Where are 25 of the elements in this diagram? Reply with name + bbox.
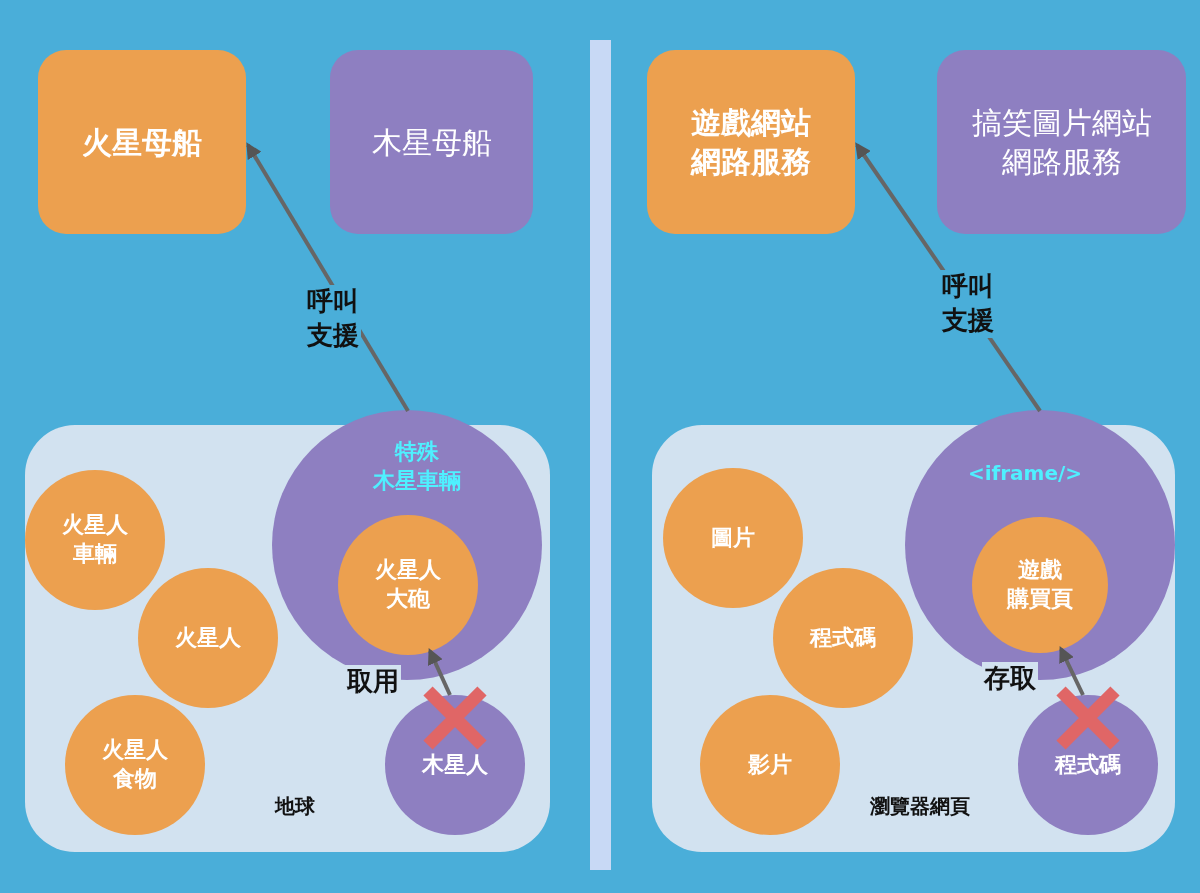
edge-label: 呼叫支援 [940,270,996,338]
service-box [330,50,533,234]
service-box [937,50,1186,234]
node-label: 木星母船 [371,123,492,162]
node-label: <iframe/> [966,460,1084,486]
node-label: 火星人食物 [102,736,168,793]
node-label: 火星母船 [82,123,202,162]
node-label: 搞笑圖片網站網路服務 [971,104,1152,181]
node-label: 特殊木星車輛 [372,438,462,495]
region-label: 地球 [273,793,316,819]
node-label: 火星人 [175,623,241,652]
region-label: 瀏覽器網頁 [869,793,971,819]
arrow [428,648,452,696]
node-label: 圖片 [711,523,755,552]
node-label: 程式碼 [1055,750,1121,779]
node-label: 火星人大砲 [375,556,441,613]
service-box [38,50,246,234]
node-label: 遊戲購買頁 [1007,556,1073,613]
arrow [1059,646,1085,696]
node-label: 遊戲網站網路服務 [691,104,811,181]
node-label: 木星人 [422,750,488,779]
service-box [647,50,855,234]
node-label: 火星人車輛 [62,511,128,568]
node-label: 影片 [748,750,792,779]
node-label: 程式碼 [810,623,876,652]
